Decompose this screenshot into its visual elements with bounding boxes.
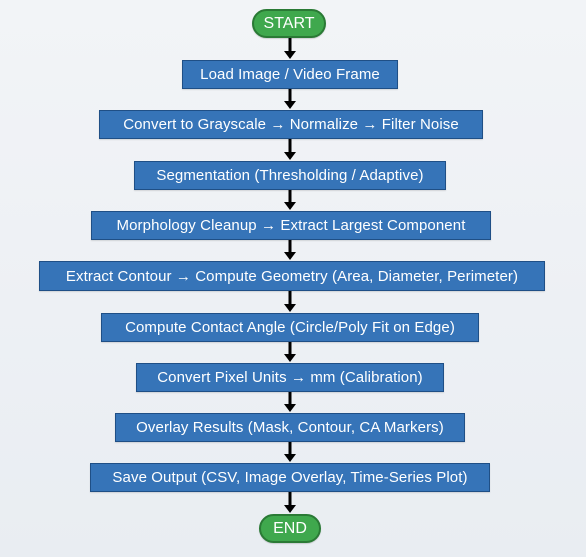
arrow-head-icon — [284, 505, 296, 513]
node-load-image: Load Image / Video Frame — [182, 60, 398, 89]
arrow-head-icon — [284, 101, 296, 109]
node-extract-contour: Extract Contour → Compute Geometry (Area… — [39, 261, 545, 291]
arrow-head-icon — [284, 454, 296, 462]
node-convert-pixel-units: Convert Pixel Units → mm (Calibration) — [136, 363, 444, 392]
arrow-head-icon — [284, 51, 296, 59]
node-start: START — [252, 9, 326, 38]
node-overlay-results: Overlay Results (Mask, Contour, CA Marke… — [115, 413, 465, 442]
node-save-output: Save Output (CSV, Image Overlay, Time-Se… — [90, 463, 490, 492]
arrow-head-icon — [284, 304, 296, 312]
node-segmentation: Segmentation (Thresholding / Adaptive) — [134, 161, 446, 190]
node-compute-contact-angle: Compute Contact Angle (Circle/Poly Fit o… — [101, 313, 479, 342]
node-end: END — [259, 514, 321, 543]
arrow-head-icon — [284, 404, 296, 412]
node-convert-grayscale: Convert to Grayscale → Normalize → Filte… — [99, 110, 483, 139]
arrow-head-icon — [284, 252, 296, 260]
arrow-head-icon — [284, 354, 296, 362]
node-morphology-cleanup: Morphology Cleanup → Extract Largest Com… — [91, 211, 491, 240]
arrow-head-icon — [284, 202, 296, 210]
arrow-head-icon — [284, 152, 296, 160]
